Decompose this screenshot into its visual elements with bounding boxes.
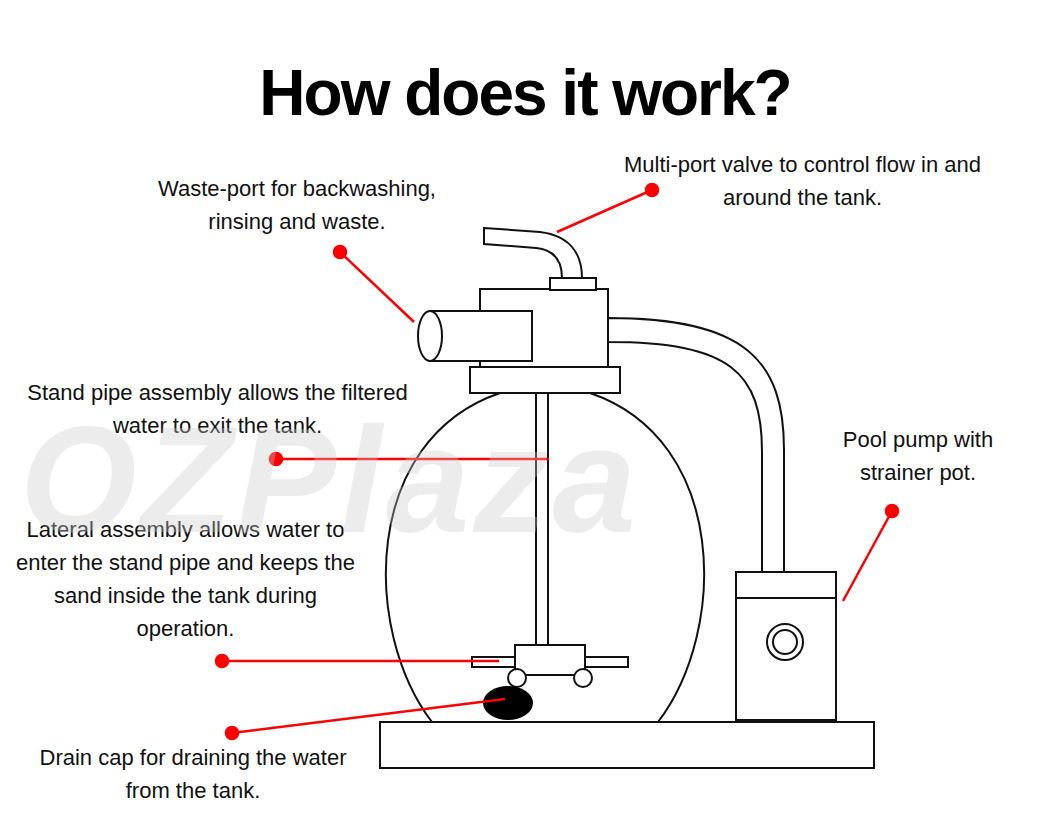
pump-motor [767, 624, 803, 660]
leader-line [557, 190, 652, 232]
leader-line [232, 699, 505, 733]
callout-label: Pool pump with strainer pot. [808, 423, 1028, 489]
lateral-nozzle [574, 669, 592, 687]
diagram-title: How does it work? [0, 55, 1050, 131]
leader-dot [646, 184, 658, 196]
watermark: OZPlaza [20, 400, 640, 560]
leader-line [222, 660, 499, 663]
leader-line [340, 252, 414, 322]
tank-neck [470, 367, 620, 393]
waste-port [430, 311, 532, 361]
waste-port-opening [418, 311, 442, 361]
callout-label: Drain cap for draining the water from th… [28, 741, 358, 807]
lateral-hub [515, 645, 585, 675]
pool-pump [736, 572, 836, 720]
leader-dot [226, 727, 238, 739]
pump-lid-line [736, 597, 836, 599]
leader-line [843, 511, 892, 601]
leader-dot [334, 246, 346, 258]
valve-cap [550, 278, 596, 290]
base-plate [380, 722, 874, 768]
callout-label: Multi-port valve to control flow in and … [615, 148, 990, 214]
pump-motor [773, 630, 797, 654]
valve-handle-pipe [484, 228, 582, 278]
lateral-nozzle [508, 669, 526, 687]
leader-dot [216, 655, 228, 667]
drain-cap [483, 686, 533, 720]
callout-label: Waste-port for backwashing, rinsing and … [132, 172, 462, 238]
leader-dot [886, 505, 898, 517]
